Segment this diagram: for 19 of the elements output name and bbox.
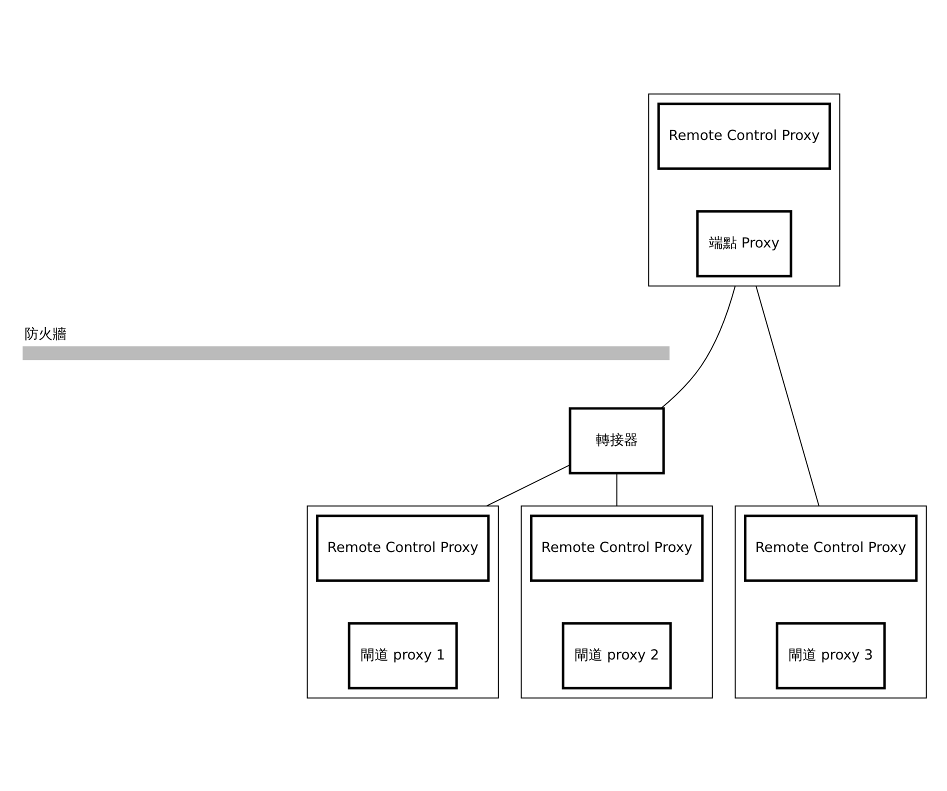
cluster — [648, 92, 840, 286]
node-label: 防火牆 — [24, 326, 67, 342]
node-box — [22, 346, 670, 360]
node-box: Remote Control Proxy — [316, 514, 490, 582]
connector — [616, 472, 618, 506]
cluster — [306, 504, 499, 698]
node-box: Remote Control Proxy — [744, 514, 918, 582]
node-box: 轉接器 — [568, 406, 665, 474]
node-box: 閘道 proxy 3 — [776, 622, 886, 689]
node-box: Remote Control Proxy — [530, 514, 704, 582]
node-box: Remote Control Proxy — [657, 102, 832, 170]
connector — [486, 464, 570, 506]
connector — [756, 285, 820, 506]
cluster — [734, 504, 927, 698]
connector — [660, 285, 736, 408]
node-box: 端點 Proxy — [696, 210, 792, 277]
cluster — [520, 504, 713, 698]
node-box: 閘道 proxy 1 — [348, 622, 458, 689]
node-box: 閘道 proxy 2 — [562, 622, 672, 689]
